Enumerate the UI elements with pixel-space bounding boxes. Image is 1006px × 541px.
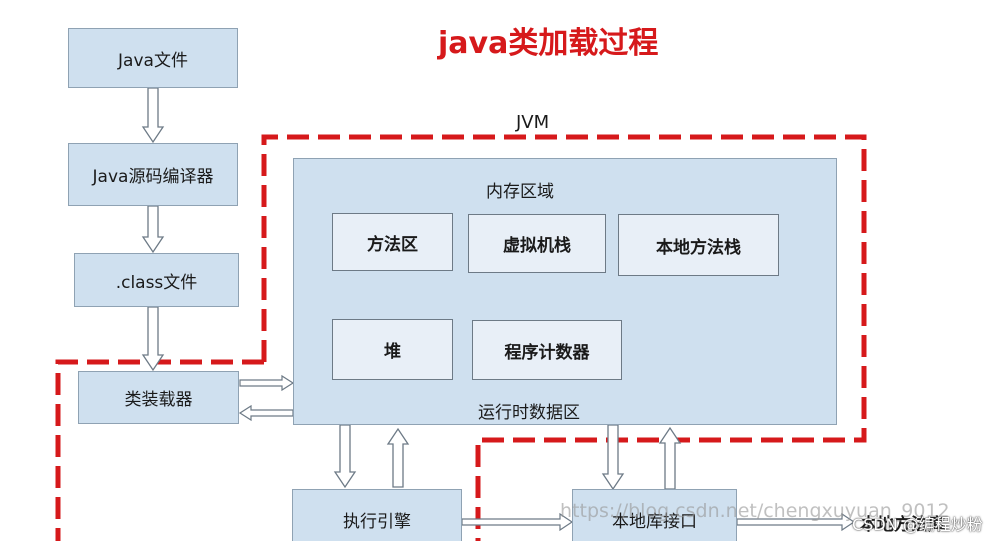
runtime-area-label: 运行时数据区 bbox=[478, 403, 580, 423]
runtime-data-area bbox=[293, 158, 837, 425]
compiler-box: Java源码编译器 bbox=[68, 143, 238, 206]
arrow-engine-to-native-iface bbox=[461, 512, 574, 532]
jvm-label: JVM bbox=[516, 112, 550, 133]
native-stack-box: 本地方法栈 bbox=[618, 214, 779, 276]
native-interface-box: 本地库接口 bbox=[572, 489, 737, 541]
arrow-java-to-compiler bbox=[141, 87, 165, 144]
arrow-class-to-loader bbox=[141, 306, 165, 372]
arrow-loader-to-runtime bbox=[239, 374, 295, 392]
pc-register-box: 程序计数器 bbox=[472, 320, 622, 380]
method-area-box: 方法区 bbox=[332, 213, 453, 271]
class-file-box: .class文件 bbox=[74, 253, 239, 307]
arrow-runtime-to-engine bbox=[333, 424, 357, 489]
arrow-runtime-to-loader bbox=[238, 404, 294, 422]
diagram-title: java类加载过程 bbox=[438, 26, 659, 61]
watermark-url: https://blog.csdn.net/chengxuyuan_9012 bbox=[560, 500, 950, 522]
java-file-box: Java文件 bbox=[68, 28, 238, 88]
arrow-compiler-to-class bbox=[141, 205, 165, 254]
native-lib-label: 本地方法库 bbox=[860, 515, 945, 535]
jvm-dashed-boundary-left bbox=[55, 359, 264, 541]
arrow-native-iface-to-runtime bbox=[658, 426, 682, 490]
memory-area-label: 内存区域 bbox=[486, 182, 554, 202]
heap-box: 堆 bbox=[332, 319, 453, 380]
exec-engine-box: 执行引擎 bbox=[292, 489, 462, 541]
vm-stack-box: 虚拟机栈 bbox=[468, 214, 606, 273]
watermark-csdn: CSDN @编程炒粉 bbox=[852, 515, 983, 534]
arrow-runtime-to-native-iface bbox=[601, 424, 625, 491]
arrow-engine-to-runtime bbox=[386, 427, 410, 488]
arrow-native-iface-to-lib bbox=[736, 512, 856, 532]
jvm-dashed-boundary bbox=[261, 134, 867, 541]
class-loader-box: 类装载器 bbox=[78, 371, 239, 424]
